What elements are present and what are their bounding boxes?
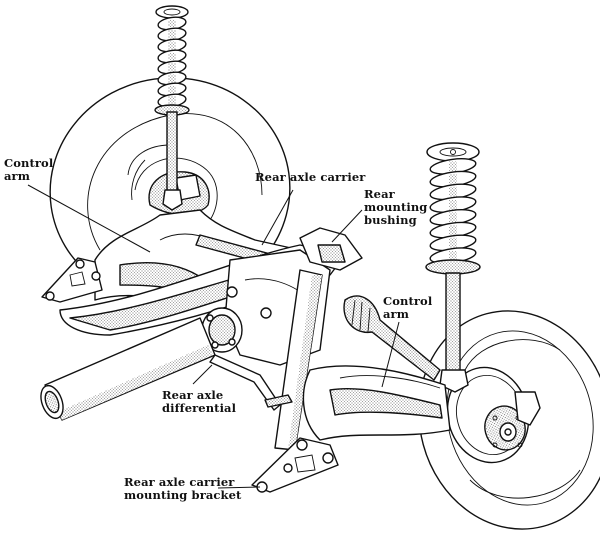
right-spring-coil-core	[449, 250, 457, 261]
right-spring-coil-core	[449, 199, 457, 210]
left-coil-spring	[154, 5, 190, 116]
right-mounting-bracket	[251, 437, 339, 493]
label-rear-mounting-bushing: Rear mounting bushing	[364, 187, 428, 227]
label-rear-axle-carrier-mounting-bracket: Rear axle carrier mounting bracket	[124, 475, 242, 502]
left-spring-coil-core	[168, 74, 176, 83]
right-coil-spring	[425, 142, 481, 275]
label-rear-axle-carrier: Rear axle carrier	[255, 170, 366, 184]
left-spring-coil-core	[168, 41, 176, 50]
left-spring-coil-core	[168, 85, 176, 94]
right-shock-absorber	[439, 272, 469, 393]
right-spring-coil-core	[449, 186, 457, 197]
right-spring-coil-core	[449, 212, 457, 223]
left-spring-coil-core	[168, 30, 176, 39]
right-brake-disc	[446, 366, 541, 464]
right-spring-coil-core	[449, 161, 457, 172]
left-spring-coil-core	[168, 19, 176, 28]
left-shock-absorber	[162, 111, 183, 211]
left-spring-coil-core	[168, 63, 176, 72]
differential-linkage	[209, 354, 293, 411]
right-spring-coil-core	[449, 225, 457, 236]
leader-control-arm-right	[381, 321, 400, 388]
leader-rear-axle-carrier	[261, 189, 294, 246]
right-spring-coil-core	[449, 237, 457, 248]
right-control-arm	[302, 365, 451, 441]
leader-control-arm-left	[27, 184, 151, 253]
label-control-arm-right: Control arm	[383, 294, 433, 321]
rear-mounting-bushing	[299, 227, 363, 271]
right-drive-shaft	[343, 295, 441, 381]
leader-mounting-bracket	[217, 486, 261, 489]
left-spring-coil-core	[168, 52, 176, 61]
right-spring-coil-core	[449, 174, 457, 185]
left-mounting-bracket	[41, 257, 103, 303]
leader-lines	[27, 184, 400, 489]
label-control-arm-left: Control arm	[4, 156, 54, 183]
right-wheel	[418, 310, 600, 530]
leader-rear-axle-differential	[192, 364, 213, 385]
leader-rear-mounting-bushing	[331, 209, 363, 243]
left-spring-coil-core	[168, 96, 176, 105]
label-rear-axle-differential: Rear axle differential	[162, 388, 237, 415]
